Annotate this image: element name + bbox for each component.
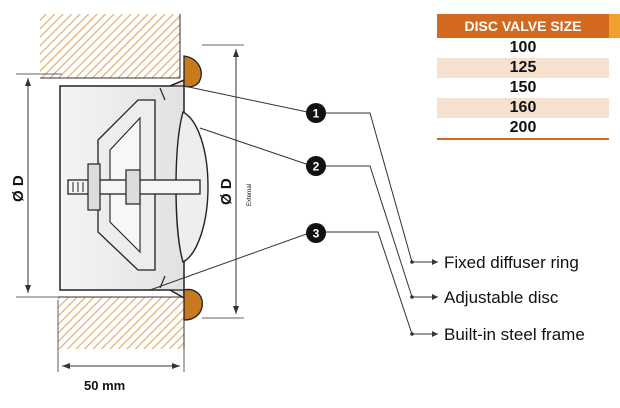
disc-valve-size-table: DISC VALVE SIZE 100 125 150 160 200 bbox=[437, 14, 620, 140]
table-cell-size: 100 bbox=[509, 39, 537, 56]
table-cell-size: 150 bbox=[509, 79, 537, 96]
callout-number-2: 2 bbox=[313, 160, 320, 174]
rubber-seal bbox=[183, 55, 203, 321]
callout-number-1: 1 bbox=[313, 107, 320, 121]
table-row: 100 bbox=[437, 38, 620, 58]
table-header-row: DISC VALVE SIZE bbox=[437, 14, 620, 38]
inner-diameter-label: Ø D bbox=[10, 175, 27, 202]
callout-text-fixed-diffuser-ring: Fixed diffuser ring bbox=[444, 253, 579, 272]
table-cell-size: 200 bbox=[437, 118, 609, 140]
callout-badge-3: 3 bbox=[306, 223, 326, 243]
wall-hatching bbox=[40, 14, 185, 349]
table-row: 200 bbox=[437, 118, 620, 140]
external-sub-label: External bbox=[247, 184, 253, 206]
table-header-stub bbox=[609, 14, 620, 38]
callout-badge-1: 1 bbox=[306, 103, 326, 123]
inner-diameter-dimension: Ø D bbox=[10, 73, 62, 298]
callout-badge-2: 2 bbox=[306, 156, 326, 176]
callout-text-built-in-steel-frame: Built-in steel frame bbox=[444, 325, 585, 344]
spindle-bolt bbox=[67, 163, 201, 211]
table-row: 160 bbox=[437, 98, 620, 118]
callout-number-3: 3 bbox=[313, 227, 320, 241]
callout-text-adjustable-disc: Adjustable disc bbox=[444, 288, 559, 307]
leader-lines bbox=[149, 85, 438, 335]
depth-label: 50 mm bbox=[84, 378, 125, 393]
depth-dimension: 50 mm bbox=[57, 300, 185, 393]
table-row: 125 bbox=[437, 58, 620, 78]
table-cell-size: 160 bbox=[437, 98, 609, 118]
leader-arrowheads bbox=[410, 259, 438, 337]
table-cell-size: 125 bbox=[437, 58, 609, 78]
table-row: 150 bbox=[437, 78, 620, 98]
external-diameter-label: Ø D bbox=[218, 178, 235, 205]
external-diameter-dimension: Ø D External bbox=[202, 44, 253, 319]
table-header: DISC VALVE SIZE bbox=[437, 14, 609, 38]
